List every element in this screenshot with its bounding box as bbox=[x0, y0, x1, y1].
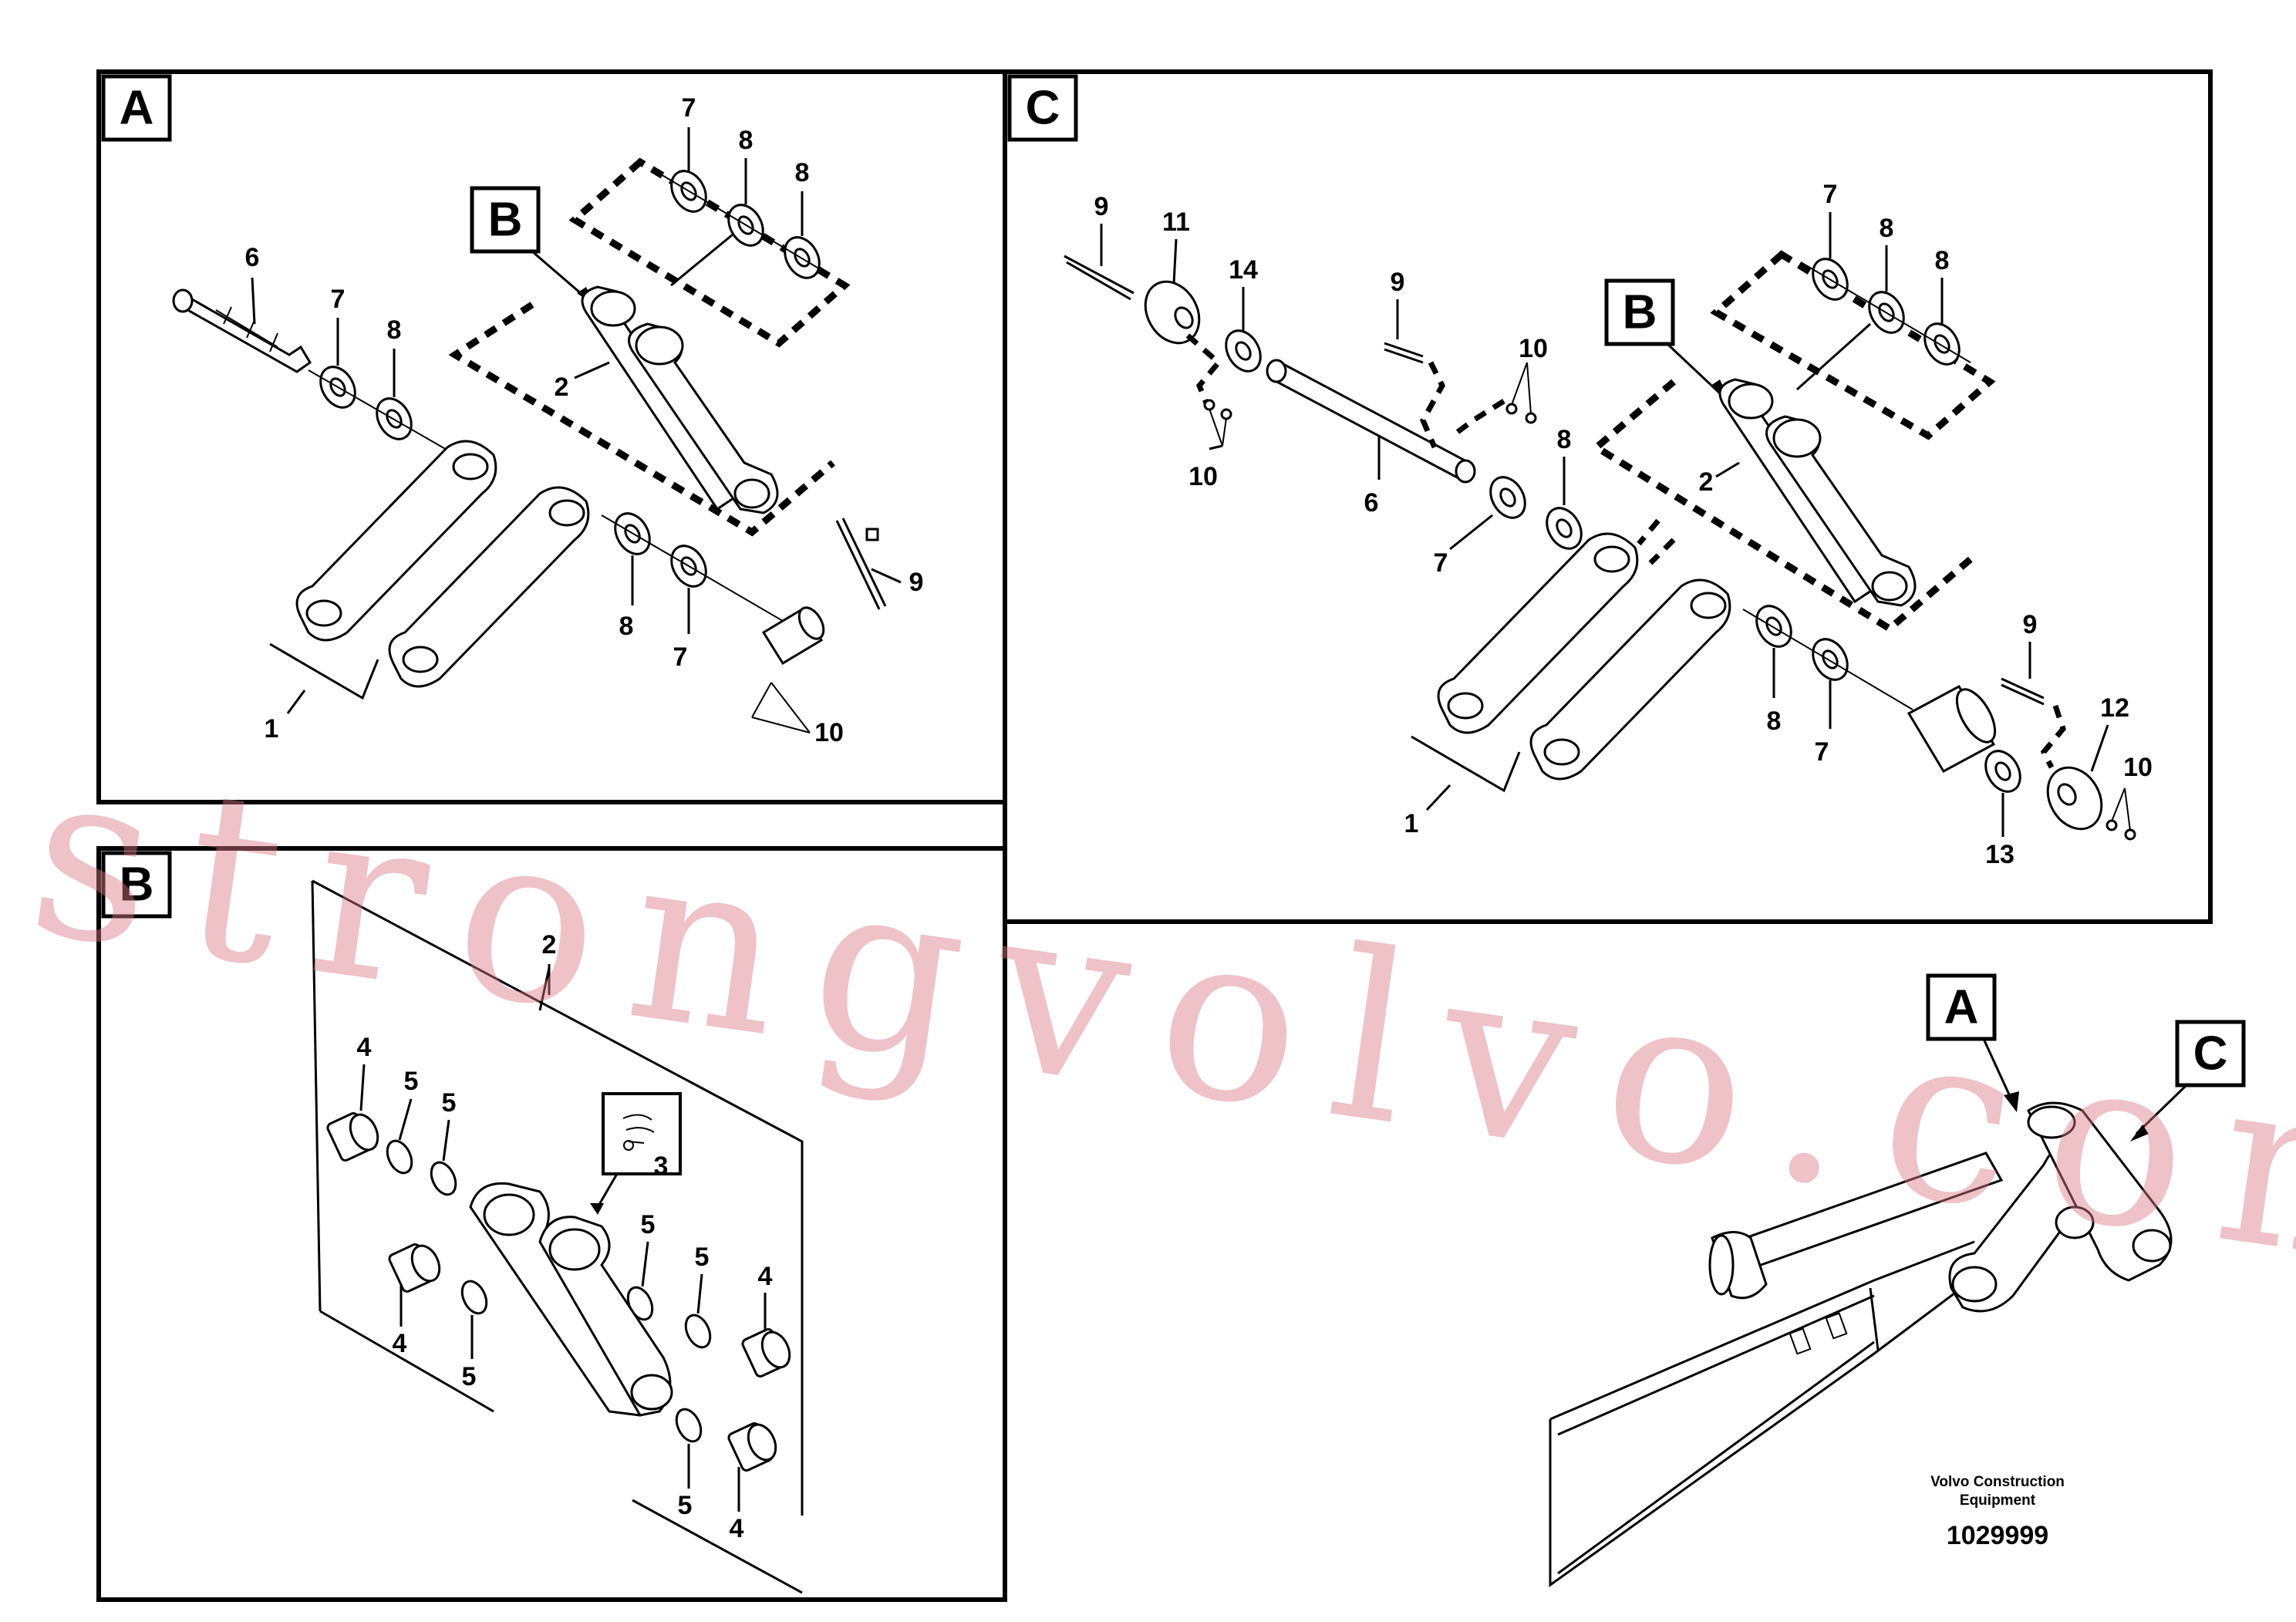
panel-c-label: 14 bbox=[1229, 255, 1258, 285]
footer: Volvo Construction Equipment 1029999 bbox=[1905, 1473, 2090, 1551]
panel-b-label: 3 bbox=[654, 1152, 669, 1181]
panel-a-label: 8 bbox=[795, 158, 810, 187]
panel-c-label: 8 bbox=[1767, 706, 1782, 736]
panel-c-tag: C bbox=[1026, 82, 1060, 135]
panel-c-label: 7 bbox=[1815, 737, 1829, 767]
panel-c-label: 10 bbox=[1519, 334, 1548, 363]
panel-a-tag: A bbox=[120, 82, 154, 135]
panel-b-label: 4 bbox=[393, 1329, 407, 1358]
panel-a-label: 8 bbox=[739, 126, 754, 155]
panel-a-label: 8 bbox=[387, 315, 402, 345]
panel-c-label: 2 bbox=[1699, 467, 1714, 497]
panel-b: B bbox=[96, 846, 1007, 1602]
panel-a-label: 6 bbox=[245, 243, 260, 272]
panel-c-label: 10 bbox=[1188, 462, 1218, 491]
panel-a-label: 9 bbox=[909, 568, 924, 597]
panel-c-label: 12 bbox=[2100, 693, 2129, 723]
panel-b-label: 4 bbox=[758, 1262, 773, 1291]
panel-b-label: 4 bbox=[357, 1033, 372, 1062]
panel-a-callout-b: B bbox=[488, 194, 523, 247]
panel-a-label: 2 bbox=[555, 373, 569, 402]
panel-a-label: 10 bbox=[814, 718, 844, 747]
overview-tag-a: A bbox=[1944, 981, 1979, 1034]
panel-b-label: 5 bbox=[404, 1067, 419, 1096]
panel-b-label: 5 bbox=[695, 1243, 710, 1272]
panel-a-label: 1 bbox=[265, 714, 279, 744]
panel-c: C B bbox=[1003, 69, 2213, 924]
panel-b-label: 5 bbox=[442, 1088, 457, 1118]
panel-a: A B bbox=[96, 69, 1007, 804]
panel-c-label: 7 bbox=[1823, 180, 1838, 209]
figure-number: 1029999 bbox=[1946, 1521, 2049, 1550]
panel-b-label: 5 bbox=[678, 1491, 693, 1520]
panel-a-label: 7 bbox=[331, 285, 346, 314]
panel-b-tag: B bbox=[120, 858, 154, 912]
panel-c-label: 8 bbox=[1935, 246, 1950, 275]
panel-c-label: 9 bbox=[1094, 192, 1109, 221]
panel-c-label: 11 bbox=[1162, 207, 1190, 237]
panel-b-label: 2 bbox=[542, 930, 557, 959]
overview-tag-c: C bbox=[2193, 1027, 2228, 1081]
panel-c-label: 7 bbox=[1434, 548, 1448, 578]
panel-c-label: 8 bbox=[1880, 214, 1894, 243]
overview-illustration: A C bbox=[1549, 973, 2246, 1587]
panel-b-label: 4 bbox=[730, 1514, 744, 1543]
panel-b-label: 5 bbox=[462, 1362, 477, 1391]
panel-c-label: 13 bbox=[1985, 840, 2014, 869]
panel-a-label: 7 bbox=[682, 93, 696, 123]
panel-a-label: 8 bbox=[619, 612, 634, 641]
company-line-2: Equipment bbox=[1959, 1492, 2036, 1509]
panel-c-label: 9 bbox=[1391, 268, 1405, 297]
panel-c-callout-b: B bbox=[1623, 286, 1657, 339]
panel-c-label: 9 bbox=[2023, 610, 2038, 639]
panel-c-label: 6 bbox=[1364, 488, 1379, 518]
panel-a-label: 7 bbox=[673, 642, 688, 672]
panel-c-label: 8 bbox=[1557, 425, 1572, 454]
panel-c-label: 10 bbox=[2123, 753, 2153, 782]
company-line-1: Volvo Construction bbox=[1930, 1474, 2065, 1490]
panel-c-label: 1 bbox=[1404, 809, 1419, 838]
panel-b-label: 5 bbox=[641, 1210, 656, 1239]
